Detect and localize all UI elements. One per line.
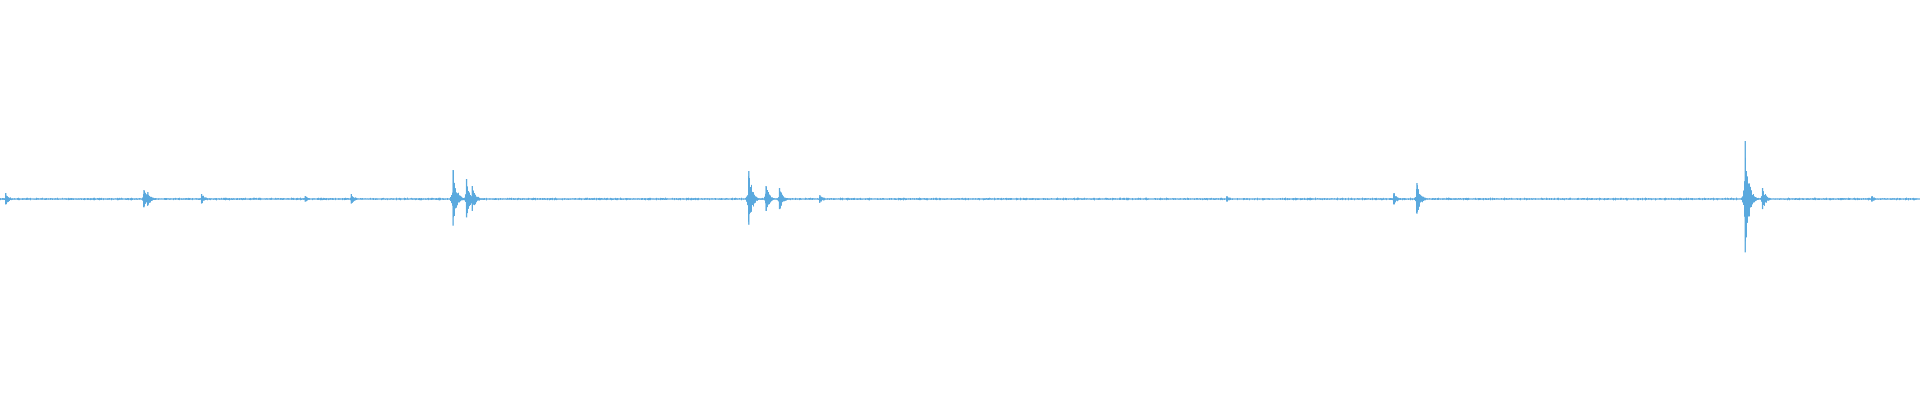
waveform-trace <box>0 141 1920 253</box>
waveform-samples <box>0 157 1920 242</box>
